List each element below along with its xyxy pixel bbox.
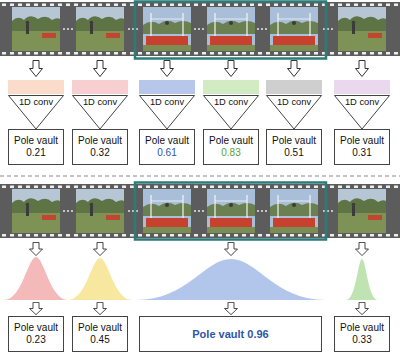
down-arrow: [94, 61, 107, 77]
down-arrow: [356, 302, 369, 314]
triangle-outline: [335, 96, 390, 130]
conv-triangle: 1D conv: [8, 95, 64, 129]
score-box: Pole vault0.51: [266, 129, 322, 165]
node-text: 1D conv: [150, 96, 184, 108]
down-arrow: [288, 61, 301, 77]
node-text: 0.83: [221, 147, 240, 159]
separator-line: [0, 176, 400, 177]
conv-triangle: 1D conv: [266, 95, 322, 129]
node-text: Pole vault: [340, 322, 384, 334]
down-arrow: [161, 61, 174, 77]
down-arrow: [30, 242, 43, 255]
down-arrow: [225, 61, 238, 77]
highlight-box: [135, 183, 326, 240]
down-arrow: [30, 302, 43, 314]
conv-triangle: 1D conv: [72, 95, 128, 129]
score-box: Pole vault0.21: [8, 129, 64, 165]
node-text: Pole vault: [78, 135, 122, 147]
feature-bar: [334, 80, 390, 94]
node-text: Pole vault: [14, 135, 58, 147]
score-box: Pole vault0.32: [72, 129, 128, 165]
node-text: 0.51: [284, 147, 303, 159]
score-box: Pole vault0.23: [8, 316, 64, 352]
triangle-outline: [204, 96, 259, 130]
node-text: Pole vault: [209, 135, 253, 147]
down-arrow: [225, 302, 238, 314]
score-box: Pole vault0.61: [139, 129, 195, 165]
conv-triangle: 1D conv: [139, 95, 195, 129]
gaussian-curve: [346, 259, 378, 300]
gaussian-curve: [68, 258, 132, 300]
node-text: Pole vault: [272, 135, 316, 147]
node-text: 1D conv: [277, 96, 311, 108]
node-text: 0.61: [157, 147, 176, 159]
node-text: 1D conv: [83, 96, 117, 108]
down-arrow: [94, 302, 107, 314]
node-text: 0.21: [26, 147, 45, 159]
score-box: Pole vault 0.96: [139, 316, 322, 352]
down-arrow: [94, 242, 107, 255]
feature-bar: [8, 80, 64, 94]
gaussian-curve: [4, 257, 68, 300]
node-text: Pole vault: [78, 322, 122, 334]
film-strip: [0, 184, 400, 238]
score-box: Pole vault0.45: [72, 316, 128, 352]
feature-bar: [203, 80, 259, 94]
node-text: Pole vault: [14, 322, 58, 334]
down-arrow: [356, 242, 369, 255]
conv-triangle: 1D conv: [203, 95, 259, 129]
score-box: Pole vault0.31: [334, 129, 390, 165]
node-text: Pole vault 0.96: [192, 328, 268, 340]
node-text: 0.33: [352, 334, 371, 346]
down-arrow: [356, 61, 369, 77]
node-text: 1D conv: [345, 96, 379, 108]
highlight-box: [135, 2, 326, 59]
feature-bar: [266, 80, 322, 94]
down-arrow: [30, 61, 43, 77]
feature-bar: [139, 80, 195, 94]
node-text: 1D conv: [19, 96, 53, 108]
feature-bar: [72, 80, 128, 94]
gaussian-curve: [136, 259, 326, 300]
node-text: 1D conv: [214, 96, 248, 108]
node-text: 0.31: [352, 147, 371, 159]
score-box: Pole vault0.83: [203, 129, 259, 165]
node-text: Pole vault: [340, 135, 384, 147]
node-text: 0.23: [26, 334, 45, 346]
triangle-outline: [140, 96, 195, 130]
conv-triangle: 1D conv: [334, 95, 390, 129]
triangle-outline: [9, 96, 64, 130]
down-arrow: [225, 242, 238, 255]
film-strip: [0, 2, 400, 56]
triangle-outline: [267, 96, 322, 130]
score-box: Pole vault0.33: [334, 316, 390, 352]
node-text: 0.45: [90, 334, 109, 346]
node-text: Pole vault: [145, 135, 189, 147]
triangle-outline: [73, 96, 128, 130]
node-text: 0.32: [90, 147, 109, 159]
